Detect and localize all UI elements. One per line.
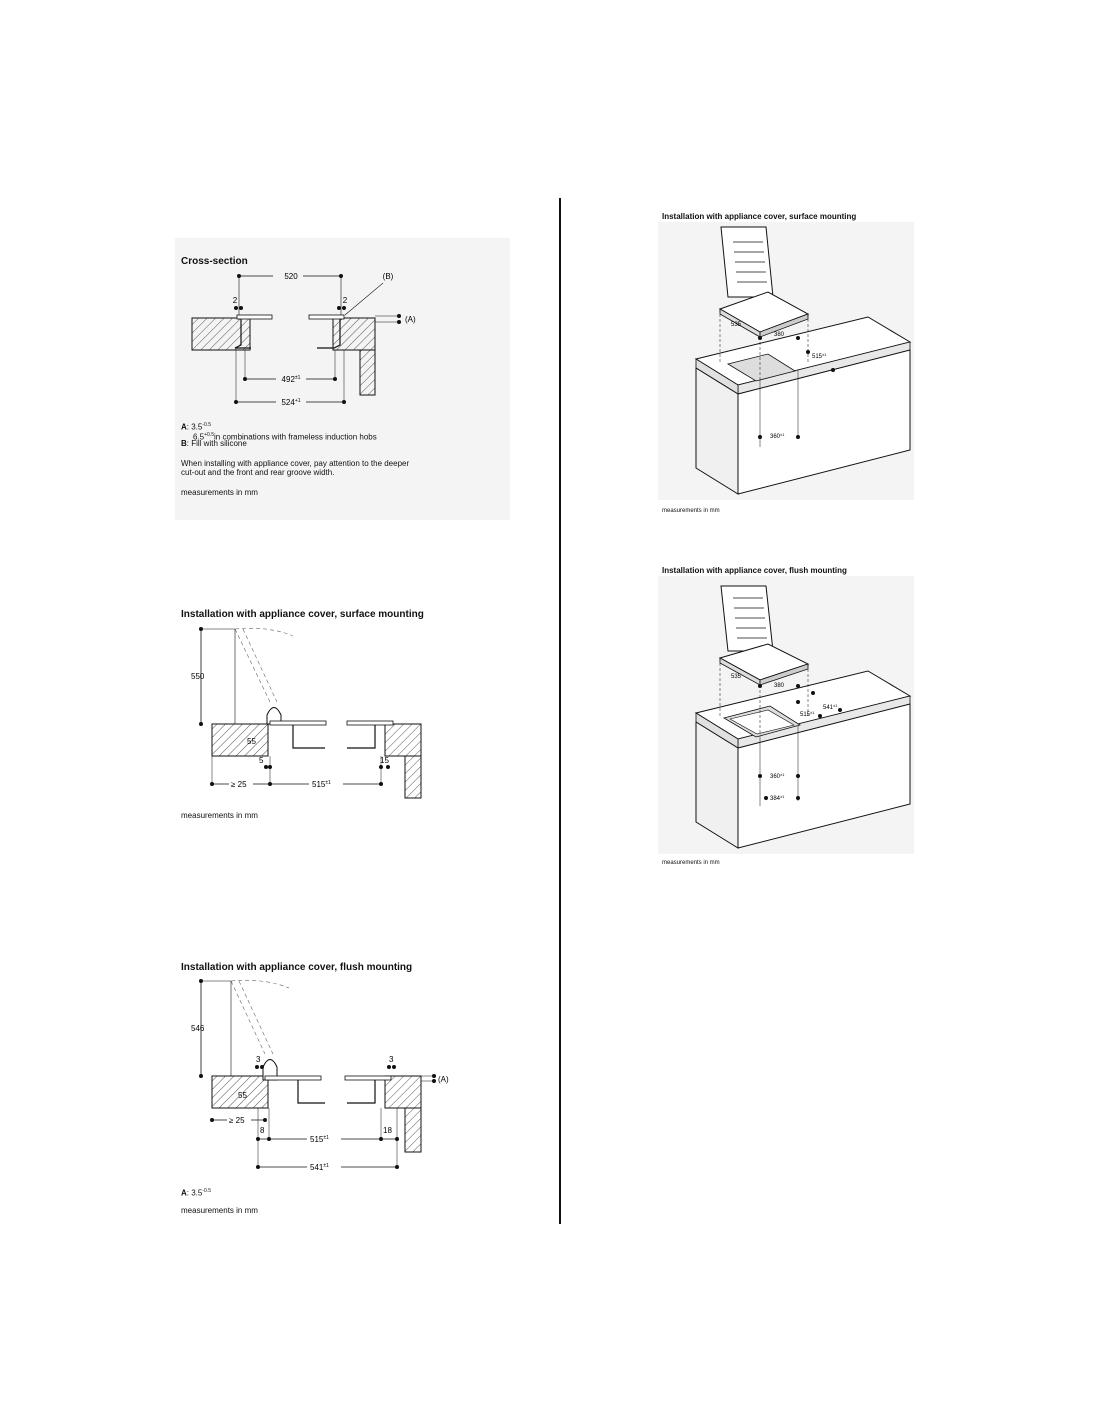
surface-3d-units: measurements in mm [662, 508, 720, 514]
label-b: (B) [383, 272, 394, 281]
dim-8: 8 [260, 1126, 265, 1135]
dim-546: 546 [191, 1024, 205, 1033]
dim-25: ≥ 25 [231, 780, 247, 789]
dim-5: 5 [259, 756, 264, 765]
instruction-line1: When installing with appliance cover, pa… [181, 459, 410, 468]
instruction-line2: cut-out and the front and rear groove wi… [181, 468, 335, 477]
surface-section-title: Installation with appliance cover, surfa… [181, 609, 424, 620]
cross-section-background [175, 238, 510, 520]
note-a2: 6.5+0.5in combinations with frameless in… [193, 432, 377, 442]
surface-units-note: measurements in mm [181, 811, 258, 820]
flush-3d-title: Installation with appliance cover, flush… [662, 566, 847, 575]
dim-gap-left: 2 [233, 296, 238, 305]
dim-3-left: 3 [256, 1055, 261, 1064]
surface-3d-title: Installation with appliance cover, surfa… [662, 212, 857, 221]
dim-360-3d: 360±1 [770, 432, 785, 440]
dim-515: 515±1 [312, 780, 331, 789]
dim-515-flush: 515±1 [310, 1135, 329, 1144]
dim-384-flush3d: 384±1 [770, 794, 785, 802]
dim-25-flush: ≥ 25 [229, 1116, 245, 1125]
dim-535-flush3d: 535 [731, 674, 742, 680]
flush-units-note: measurements in mm [181, 1206, 258, 1215]
flush-section-diagram: 546 3 3 (A) 55 ≥ 25 8 18 515±1 541±1 [191, 979, 449, 1173]
dim-18: 18 [383, 1126, 392, 1135]
surface-section-diagram: 550 55 5 15 ≥ 25 515±1 [191, 627, 422, 799]
label-a: (A) [405, 315, 416, 324]
note-a: A: 3.5-0.5 [181, 422, 211, 432]
dim-550: 550 [191, 672, 205, 681]
cross-section-title: Cross-section [181, 256, 248, 267]
dim-524: 524+1 [281, 398, 300, 407]
dim-492: 492±1 [282, 375, 301, 384]
dim-380-flush3d: 380 [774, 683, 785, 689]
dim-541-flush3d: 541±1 [823, 703, 838, 711]
flush-3d-units: measurements in mm [662, 860, 720, 866]
dim-541-flush: 541±1 [310, 1163, 329, 1172]
dim-gap-right: 2 [343, 296, 348, 305]
dim-360-flush3d: 360±1 [770, 772, 785, 780]
column-divider [559, 198, 561, 1224]
note-b: B: Fill with silicone [181, 439, 247, 448]
dim-380: 380 [774, 332, 785, 338]
flush-3d-diagram: 535 380 541±1 515±1 360±1 384±1 [694, 585, 912, 849]
flush-section-title: Installation with appliance cover, flush… [181, 962, 413, 973]
dim-15: 15 [380, 756, 389, 765]
label-a-flush: (A) [438, 1075, 449, 1084]
dim-535: 535 [731, 322, 742, 328]
dim-515-flush3d: 515±1 [800, 710, 815, 718]
surface-3d-diagram: 535 380 515±1 360±1 [694, 226, 912, 495]
units-note: measurements in mm [181, 488, 258, 497]
dim-55: 55 [247, 737, 256, 746]
dim-515-3d: 515±1 [812, 352, 827, 360]
flush-note-a: A: 3.5-0.5 [181, 1188, 211, 1198]
dim-55-flush: 55 [238, 1091, 247, 1100]
dim-3-right: 3 [389, 1055, 394, 1064]
dim-520: 520 [284, 272, 298, 281]
cross-section-diagram: 520 2 2 (B) (A) 492±1 524+1 [191, 270, 416, 408]
